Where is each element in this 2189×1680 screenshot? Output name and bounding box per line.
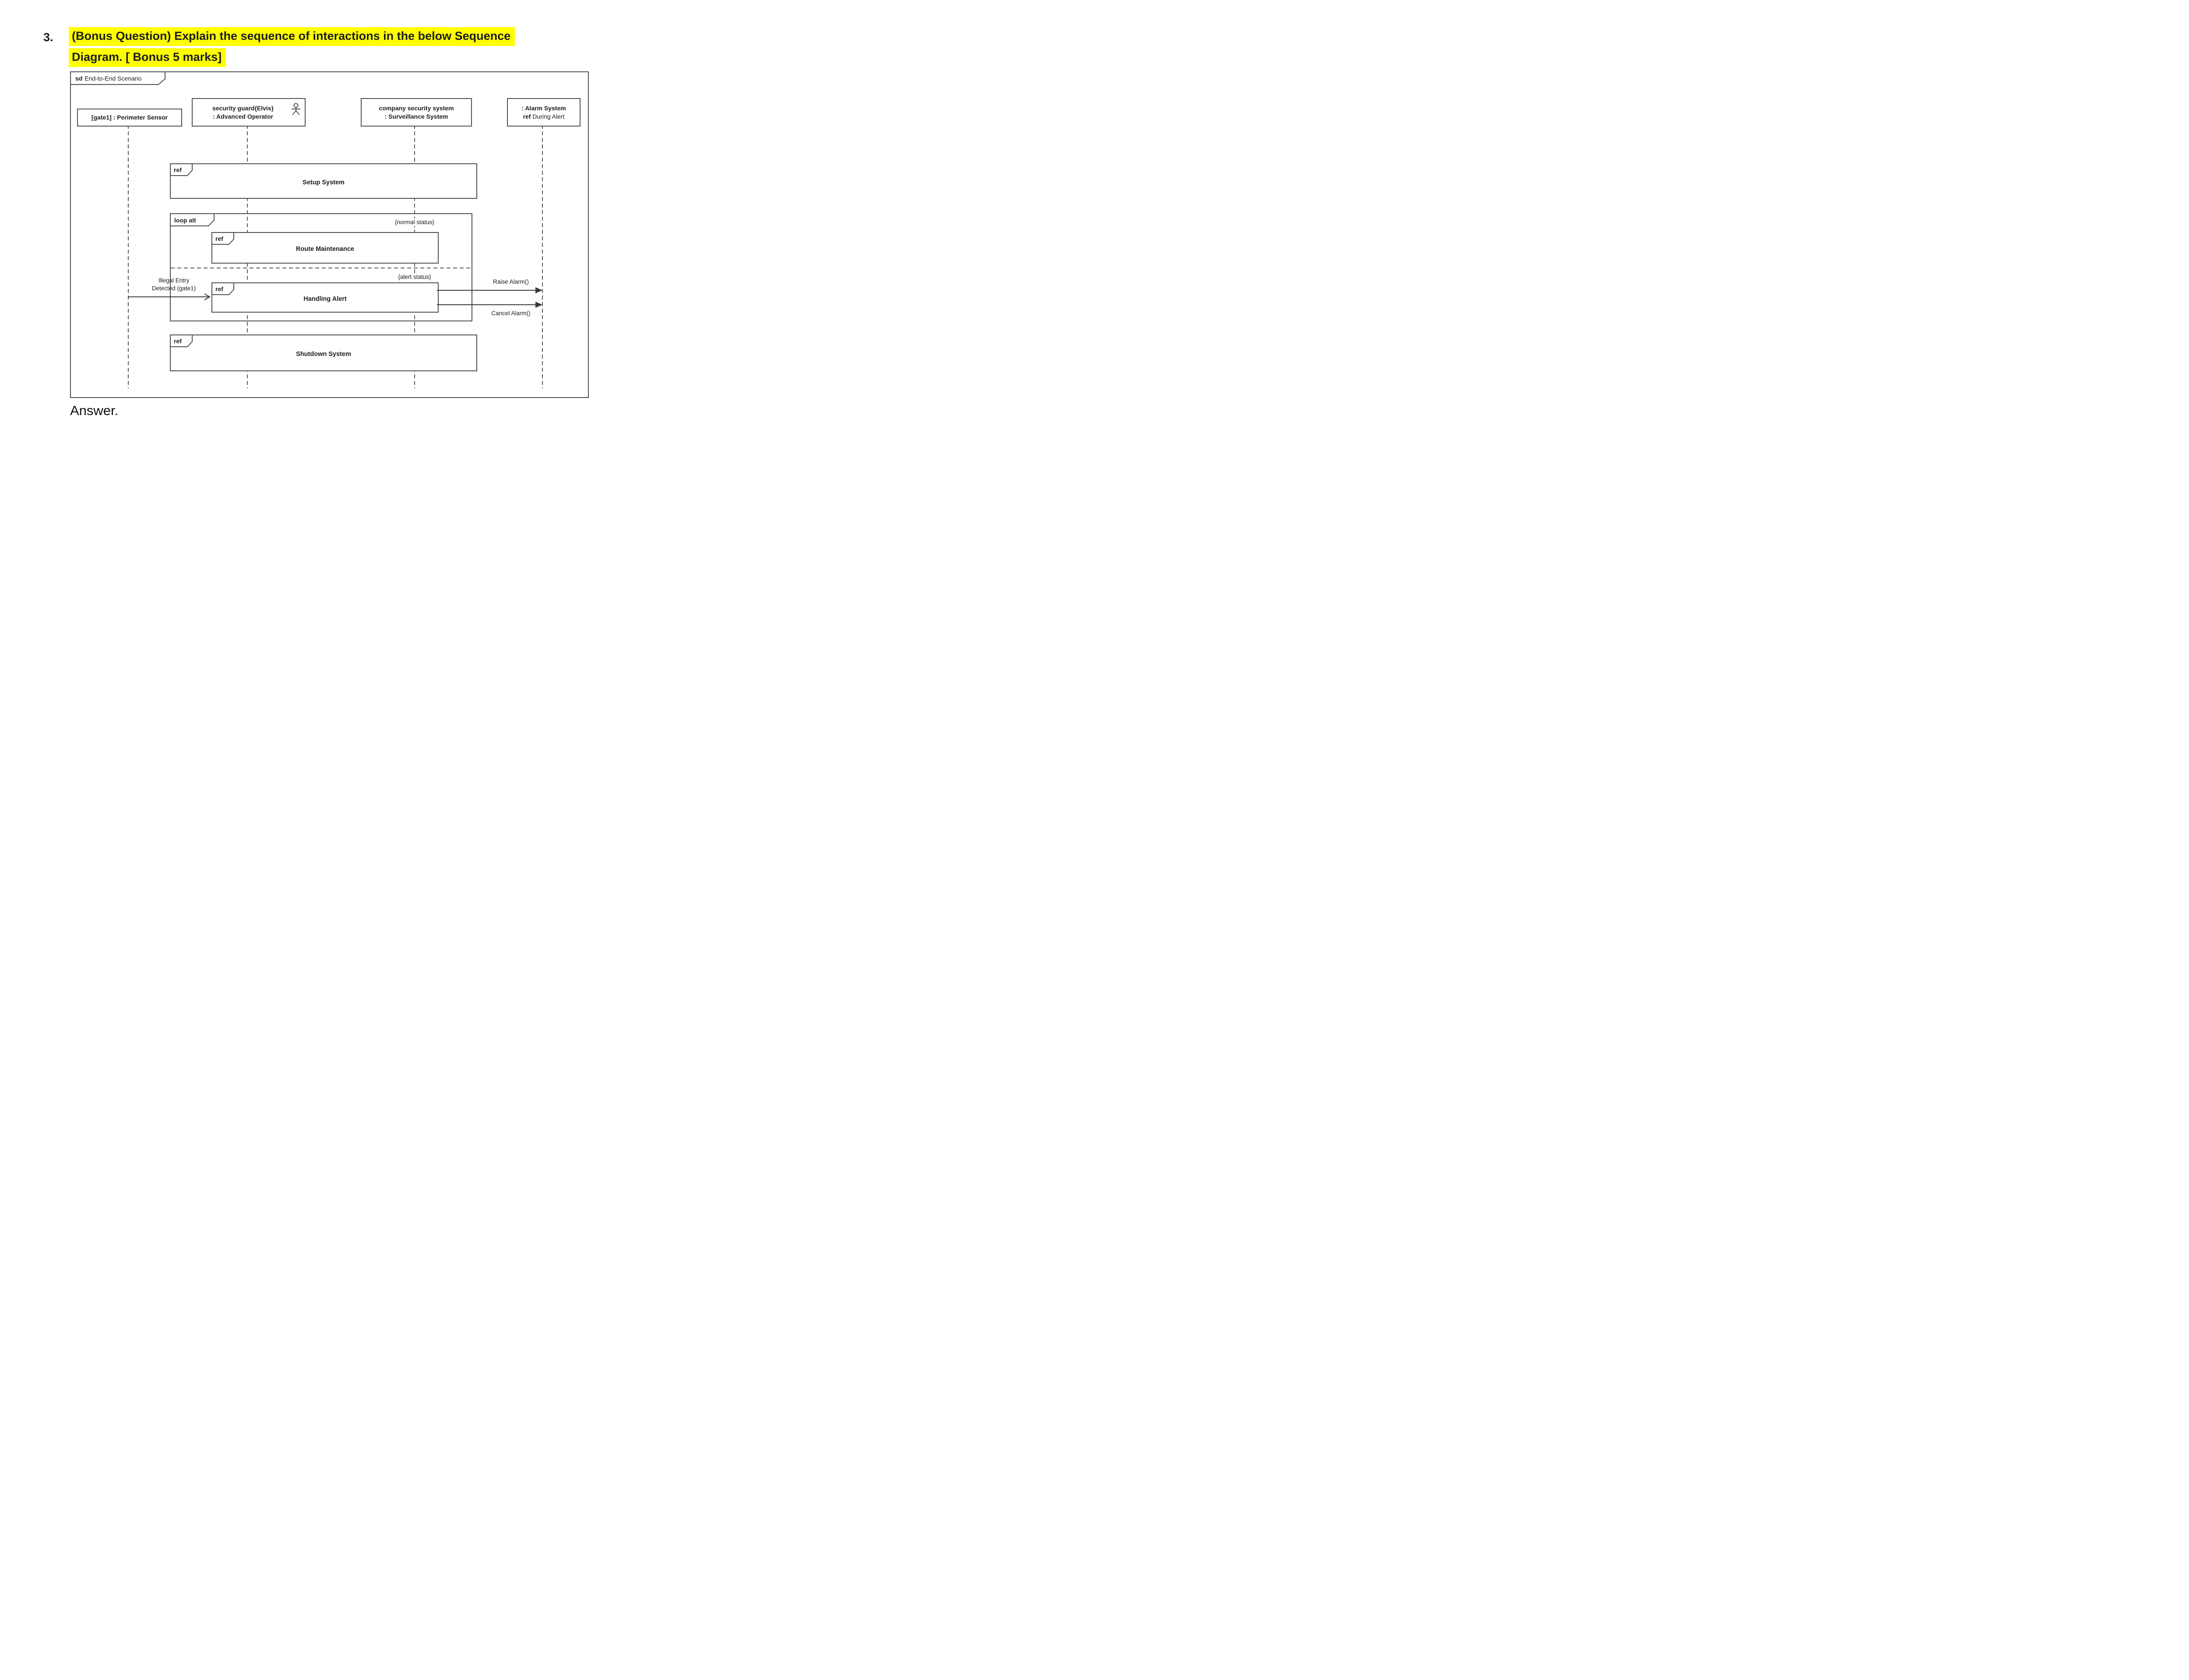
ref-pentagon: ref [211, 282, 234, 295]
message-label-raise-alarm: Raise Alarm() [493, 278, 529, 285]
lifeline-head-label-line2: : Surveillance System [384, 113, 448, 120]
fragment-label: Setup System [303, 179, 345, 186]
lifeline-head-label-line1: : Alarm System [521, 104, 566, 112]
svg-text:ref: ref [215, 285, 223, 292]
svg-text:ref: ref [215, 235, 223, 242]
lifeline-head-perimeter-sensor: [gate1] : Perimeter Sensor [77, 109, 182, 127]
lifeline-head-label-line1: company security system [379, 104, 454, 112]
lifeline-head-surveillance-system: company security system : Surveillance S… [361, 98, 472, 127]
svg-text:ref: ref [174, 166, 182, 173]
ref-pentagon: ref [211, 232, 234, 245]
question-number: 3. [43, 31, 53, 44]
ref-pentagon: ref [170, 163, 193, 176]
lifeline-head-label-line2: : Advanced Operator [213, 113, 273, 120]
lifeline-head-label-line2: ref During Alert [523, 113, 565, 121]
svg-text:ref: ref [174, 338, 182, 345]
message-label-illegal-entry: Illegal Entry Detected (gate1) [151, 277, 196, 292]
pentagon-shape [70, 71, 165, 85]
message-label-cancel-alarm: Cancel Alarm() [491, 310, 531, 317]
ref-pentagon: ref [170, 335, 193, 347]
ref-fragment-route-maintenance: ref Route Maintenance [211, 232, 439, 264]
lifeline-head-label-line1: security guard{Elvis} [212, 104, 274, 112]
lifeline-head-label: [gate1] : Perimeter Sensor [91, 114, 168, 121]
lifeline-perimeter-sensor [128, 125, 129, 388]
fragment-label: Handling Alert [303, 295, 347, 303]
ref-fragment-shutdown-system: ref Shutdown System [170, 335, 477, 371]
ref-fragment-handling-alert: ref Handling Alert [211, 282, 439, 313]
ref-fragment-setup-system: ref Setup System [170, 163, 477, 199]
lifeline-alarm-system [542, 125, 543, 388]
lifeline-head-alarm-system: : Alarm System ref During Alert [507, 98, 581, 127]
ref-rest: During Alert [531, 113, 565, 120]
fragment-label: Route Maintenance [296, 245, 354, 253]
answer-label: Answer. [70, 403, 119, 418]
ref-keyword: ref [523, 113, 531, 120]
loop-alt-fragment: loop alt [170, 213, 472, 321]
svg-text:loop alt: loop alt [174, 217, 196, 224]
document-page: 3. (Bonus Question) Explain the sequence… [0, 0, 676, 478]
guard-normal-status: {normal status} [377, 218, 452, 226]
loop-alt-pentagon: loop alt [170, 213, 215, 226]
question-title-line2: Diagram. [ Bonus 5 marks] [69, 48, 226, 67]
question-title-line1: (Bonus Question) Explain the sequence of… [69, 27, 515, 46]
actor-icon [292, 103, 300, 115]
fragment-label: Shutdown System [296, 350, 351, 358]
lifeline-head-advanced-operator: security guard{Elvis} : Advanced Operato… [192, 98, 306, 127]
guard-alert-status: {alert status} [377, 273, 452, 281]
